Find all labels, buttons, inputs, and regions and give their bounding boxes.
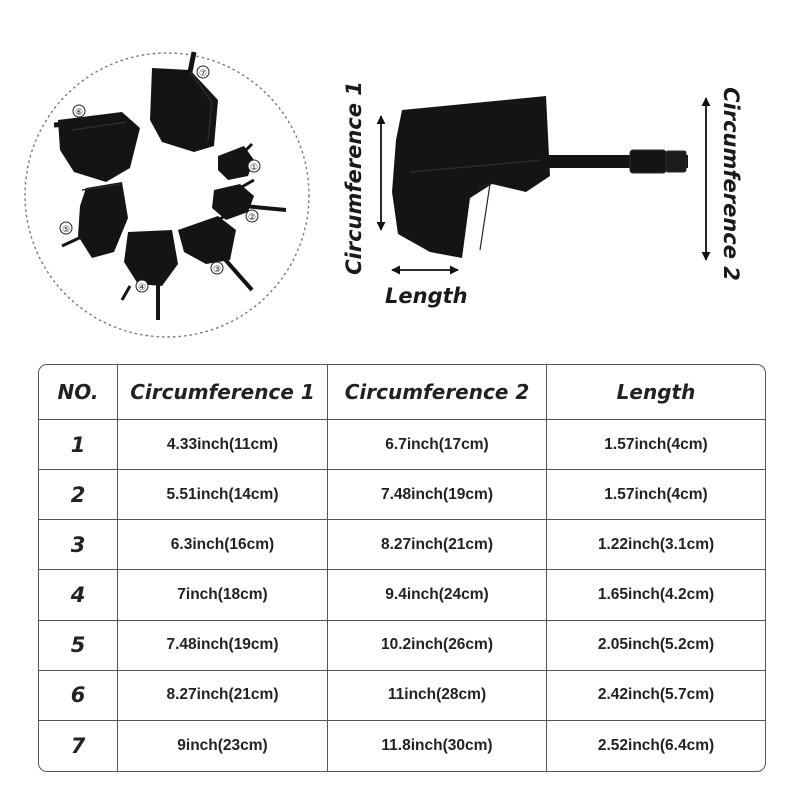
row-7-no: 7 xyxy=(39,720,118,771)
row-6-circumference-2: 11inch(28cm) xyxy=(328,670,547,721)
row-4-length: 1.65inch(4.2cm) xyxy=(547,570,765,621)
row-1-length: 1.57inch(4cm) xyxy=(547,420,765,471)
header-length: Length xyxy=(547,365,765,420)
size-marker-1: ① xyxy=(250,163,258,173)
circumference-2-label: Circumference 2 xyxy=(719,87,743,281)
row-6-circumference-1: 8.27inch(21cm) xyxy=(118,670,328,721)
row-6-length: 2.42inch(5.7cm) xyxy=(547,671,765,721)
row-5-no: 5 xyxy=(39,620,118,671)
size-marker-3: ③ xyxy=(213,265,221,275)
row-4-circumference-2: 9.4inch(24cm) xyxy=(328,570,547,621)
muzzle-dimension-illustration xyxy=(376,96,711,275)
muzzle-size-1: ① xyxy=(218,142,261,180)
length-label: Length xyxy=(385,284,468,308)
muzzle-body xyxy=(392,96,550,258)
row-2-no: 2 xyxy=(39,470,118,521)
muzzle-size-2: ② xyxy=(212,178,287,223)
row-4-circumference-1: 7inch(18cm) xyxy=(118,570,328,621)
row-7-circumference-1: 9inch(23cm) xyxy=(118,720,328,771)
muzzle-size-6: ⑥ xyxy=(53,104,140,182)
muzzle-strap xyxy=(540,149,688,174)
row-5-circumference-2: 10.2inch(26cm) xyxy=(328,620,547,671)
row-5-circumference-1: 7.48inch(19cm) xyxy=(118,620,328,671)
row-3-circumference-1: 6.3inch(16cm) xyxy=(118,520,328,571)
row-2-circumference-1: 5.51inch(14cm) xyxy=(118,470,328,521)
header-no: NO. xyxy=(39,365,118,420)
size-marker-7: ⑦ xyxy=(199,69,207,79)
header-circumference-2: Circumference 2 xyxy=(328,365,547,420)
size-marker-5: ⑤ xyxy=(62,225,70,235)
row-2-length: 1.57inch(4cm) xyxy=(547,470,765,521)
circumference-1-label: Circumference 1 xyxy=(342,81,366,275)
row-3-length: 1.22inch(3.1cm) xyxy=(547,520,765,571)
row-3-no: 3 xyxy=(39,520,118,571)
header-circumference-1: Circumference 1 xyxy=(118,365,328,420)
row-4-no: 4 xyxy=(39,570,118,621)
muzzle-size-3: ③ xyxy=(178,210,254,292)
size-chart-table: NO. Circumference 1 Circumference 2 Leng… xyxy=(38,364,766,772)
row-1-no: 1 xyxy=(39,420,118,471)
row-7-circumference-2: 11.8inch(30cm) xyxy=(328,720,547,771)
row-6-no: 6 xyxy=(39,670,118,721)
row-1-circumference-2: 6.7inch(17cm) xyxy=(328,420,547,471)
row-7-length: 2.52inch(6.4cm) xyxy=(597,736,715,754)
row-3-circumference-2: 8.27inch(21cm) xyxy=(328,520,547,571)
muzzle-size-7: ⑦ xyxy=(150,51,218,152)
sizes-circle-illustration: ⑦ ⑥ ① ② ③ ④ xyxy=(24,51,310,338)
muzzle-size-4: ④ xyxy=(120,230,178,320)
row-1-circumference-1: 4.33inch(11cm) xyxy=(118,420,328,471)
size-marker-2: ② xyxy=(248,213,256,223)
size-marker-4: ④ xyxy=(138,283,146,293)
row-2-circumference-2: 7.48inch(19cm) xyxy=(328,470,547,521)
size-marker-6: ⑥ xyxy=(75,108,83,118)
row-5-length: 2.05inch(5.2cm) xyxy=(547,621,765,671)
muzzle-size-5: ⑤ xyxy=(59,182,128,258)
